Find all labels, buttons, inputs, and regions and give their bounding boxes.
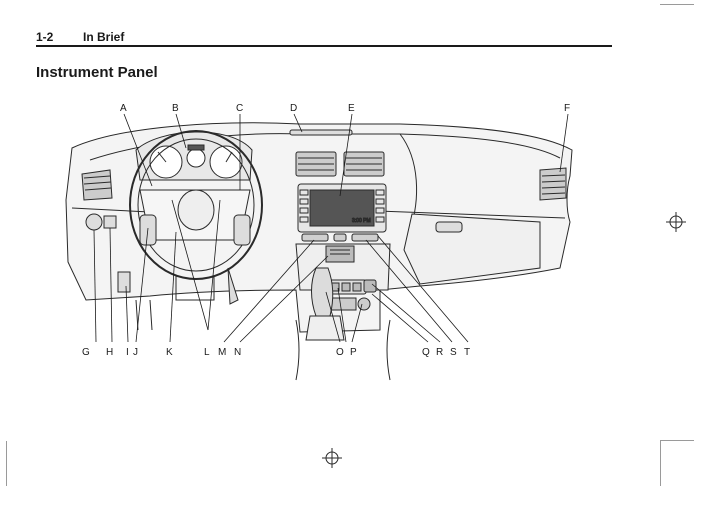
registration-mark [322,448,342,468]
defrost-vent [289,129,353,136]
callout-label: G [82,347,90,358]
section-name: In Brief [83,30,125,44]
callout-label: N [234,347,241,358]
callout-label: O [336,347,344,358]
steering-column [175,276,215,301]
callout-label: T [464,347,470,358]
callout-label: B [172,103,179,114]
crop-mark [660,440,694,441]
callout-label: J [133,347,138,358]
hazard-switch-panel [325,245,355,263]
left-outboard-vent [81,169,113,201]
callout-label: M [218,347,226,358]
callout-label: K [166,347,173,358]
callout-label: D [290,103,297,114]
instrument-cluster [135,131,253,181]
running-header: 1-2 In Brief [36,30,612,46]
callout-labels-top: A B C D E F [120,103,570,114]
crop-mark [660,441,661,486]
instrument-dimmer [103,215,117,229]
pedal [135,299,153,331]
center-vents [295,151,385,177]
crop-mark [660,4,694,5]
callout-leaders [93,113,569,343]
page-number: 1-2 [36,30,54,44]
right-outboard-vent [539,167,567,201]
crop-mark [6,441,7,486]
callout-label: E [348,103,355,114]
steering-wheel [129,130,263,280]
radio-clock: 3:00 PM [352,218,371,224]
hood-release [117,271,131,293]
callout-label: C [236,103,243,114]
registration-mark [666,212,686,232]
callout-label: R [436,347,443,358]
callout-label: S [450,347,457,358]
callout-label: Q [422,347,430,358]
callout-label: F [564,103,570,114]
callout-label: H [106,347,113,358]
glove-box [403,213,541,285]
page-title: Instrument Panel [36,64,158,81]
radio-controls [301,233,379,242]
navigation-radio [297,183,387,233]
power-outlet [357,297,371,311]
turn-signal-lever [227,267,239,305]
header-rule [36,45,612,47]
light-switch [85,213,103,231]
callout-label: A [120,103,127,114]
callout-labels-bottom: G H I J K L M N O P Q R S T [82,347,470,358]
callout-label: L [204,347,210,358]
storage-bin [329,297,357,311]
callout-label: I [126,347,129,358]
callout-label: P [350,347,357,358]
center-console [295,319,391,381]
